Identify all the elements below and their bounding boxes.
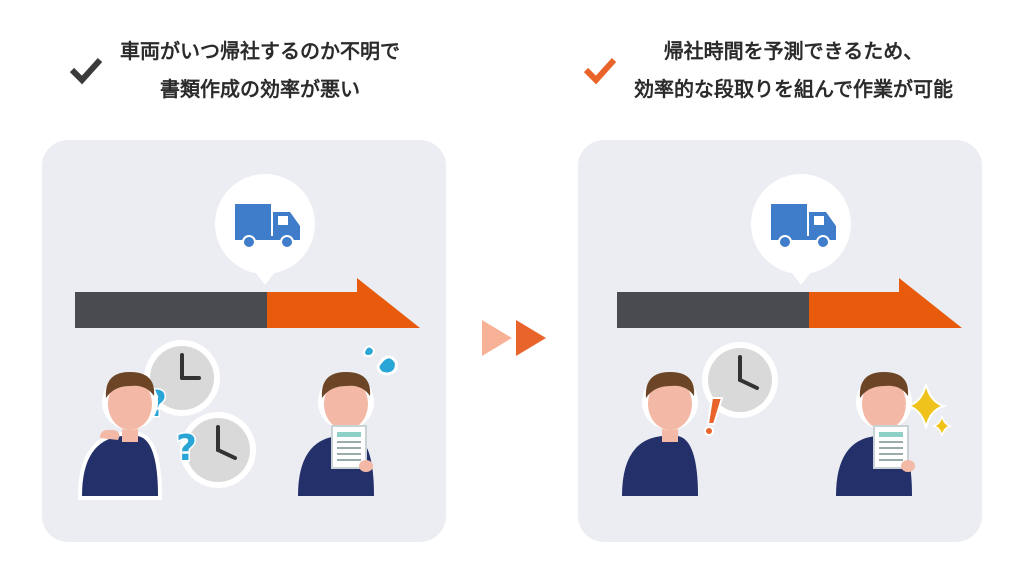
sparkle-icon (904, 383, 953, 437)
transition-arrow-dark (516, 320, 546, 356)
clock-icon (180, 412, 256, 488)
after-caption-line2: 効率的な段取りを組んで作業が可能 (634, 77, 953, 101)
sweat-icon (362, 345, 398, 376)
exclamation-icon (704, 397, 724, 436)
clock-icon (702, 342, 778, 418)
truck-icon (771, 204, 836, 249)
before-caption-text: 車両がいつ帰社するのか不明で 書類作成の効率が悪い (120, 32, 400, 108)
after-caption: 帰社時間を予測できるため、 効率的な段取りを組んで作業が可能 (580, 30, 980, 110)
before-caption-line1: 車両がいつ帰社するのか不明で (120, 39, 400, 63)
check-icon (69, 57, 103, 85)
timeline-arrow (617, 278, 962, 328)
person-icon (622, 372, 698, 496)
transition-arrow-light (482, 320, 512, 356)
truck-icon (235, 204, 300, 249)
truck-bubble (215, 174, 315, 285)
truck-bubble (751, 174, 851, 285)
question-icon: ? (175, 427, 199, 471)
person-icon (77, 372, 163, 500)
after-panel (578, 140, 982, 542)
after-caption-line1: 帰社時間を予測できるため、 (663, 39, 924, 63)
svg-text:?: ? (176, 428, 197, 469)
before-panel: ? ? (42, 140, 446, 542)
check-icon (583, 57, 617, 85)
after-caption-text: 帰社時間を予測できるため、 効率的な段取りを組んで作業が可能 (634, 32, 953, 108)
timeline-arrow (75, 278, 420, 328)
document-icon (331, 425, 373, 472)
document-icon (873, 425, 915, 472)
before-caption-line2: 書類作成の効率が悪い (160, 77, 360, 101)
clock-icon (144, 340, 220, 416)
before-caption: 車両がいつ帰社するのか不明で 書類作成の効率が悪い (66, 30, 446, 110)
transition-arrow (482, 320, 546, 356)
